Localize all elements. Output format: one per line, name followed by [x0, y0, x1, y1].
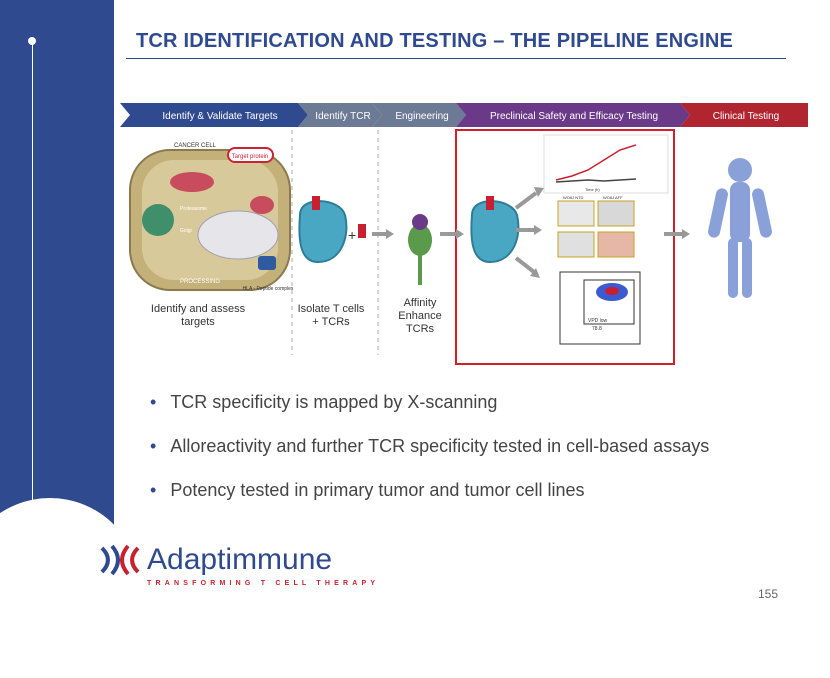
bullet-item: Potency tested in primary tumor and tumo… [150, 480, 709, 501]
flow-cytometry-plot: VPD low 78.8 [559, 271, 641, 345]
step-identify-tcr-label: Identify TCR [315, 111, 370, 122]
brand-tagline: TRANSFORMING T CELL THERAPY [147, 580, 380, 587]
t-cell-illustration: + [298, 196, 366, 264]
bullet-item: TCR specificity is mapped by X-scanning [150, 392, 709, 413]
step-preclinical-label: Preclinical Safety and Efficacy Testing [490, 111, 658, 122]
tcr-icon [486, 196, 494, 210]
sidebar-line [32, 40, 33, 568]
step-preclinical [456, 103, 690, 127]
cancer-cell-label: CANCER CELL [174, 143, 217, 149]
killing-assay-chart: Time (h) [543, 134, 669, 194]
step-engineering-label: Engineering [395, 111, 448, 122]
pipeline-diagram: Identify & Validate Targets Identify TCR… [120, 103, 808, 365]
processing-label: PROCESSING [180, 279, 220, 285]
caption-identify-targets: Identify and assess targets [150, 303, 246, 328]
tcr-stalk [418, 255, 422, 285]
target-protein-callout [227, 147, 274, 163]
proteasome [142, 204, 174, 236]
aff-label: WO8J AFF [603, 195, 623, 200]
cancer-cell-illustration: CANCER CELL Target protein Proteasome Go… [129, 143, 294, 292]
sidebar-dot [28, 37, 36, 45]
hla-complex-icon [258, 256, 276, 270]
brand-name: Adaptimmune [147, 543, 333, 576]
mitochondria [250, 196, 274, 214]
step-engineering [372, 103, 466, 127]
tcr-molecule [408, 224, 432, 256]
engineered-t-cell [470, 200, 520, 264]
proteasome-label: Proteasome [180, 206, 207, 212]
page-title: TCR IDENTIFICATION AND TESTING – THE PIP… [136, 30, 734, 52]
tcr-molecule-head [412, 214, 428, 230]
step-identify-tcr [298, 103, 382, 127]
target-protein-label: Target protein [232, 154, 269, 160]
title-divider [126, 58, 786, 59]
bullet-item: Alloreactivity and further TCR specifici… [150, 436, 709, 457]
pipeline-steps: Identify & Validate Targets Identify TCR… [120, 103, 808, 127]
nucleus [197, 210, 279, 260]
assay-series-line [555, 178, 637, 183]
human-figure-illustration [708, 158, 772, 298]
ntd-label: WO8J NTD [563, 195, 584, 200]
flow-arrows [372, 187, 690, 278]
affinity-tcr-illustration [408, 214, 432, 285]
flow-population-core [605, 287, 619, 295]
assay-series-line [555, 144, 637, 181]
step-clinical-label: Clinical Testing [713, 111, 780, 122]
vpd-value: 78.8 [592, 326, 602, 332]
step-identify-targets [120, 103, 308, 127]
adaptimmune-logo-icon [100, 544, 140, 576]
time-axis-label: Time (h) [585, 187, 600, 192]
golgi-label: Golgi [180, 228, 192, 234]
bullet-list: TCR specificity is mapped by X-scanning … [150, 392, 709, 524]
tcr-icon [312, 196, 320, 210]
hla-label: HLA - Peptide complex [243, 286, 294, 292]
step-identify-targets-label: Identify & Validate Targets [162, 111, 277, 122]
preclinical-highlight-box [455, 129, 675, 365]
vpd-low-label: VPD low [588, 318, 608, 324]
step-clinical [680, 103, 808, 127]
plus-sign: + [348, 227, 356, 243]
tcr-icon [358, 224, 366, 238]
caption-isolate: Isolate T cells + TCRs [297, 303, 365, 328]
caption-affinity: Affinity Enhance TCRs [398, 297, 442, 335]
mitochondria [170, 172, 214, 192]
t-cell-body [298, 200, 348, 264]
microscopy-panels: WO8J NTD WO8J AFF [557, 195, 635, 258]
page-number: 155 [758, 587, 779, 601]
